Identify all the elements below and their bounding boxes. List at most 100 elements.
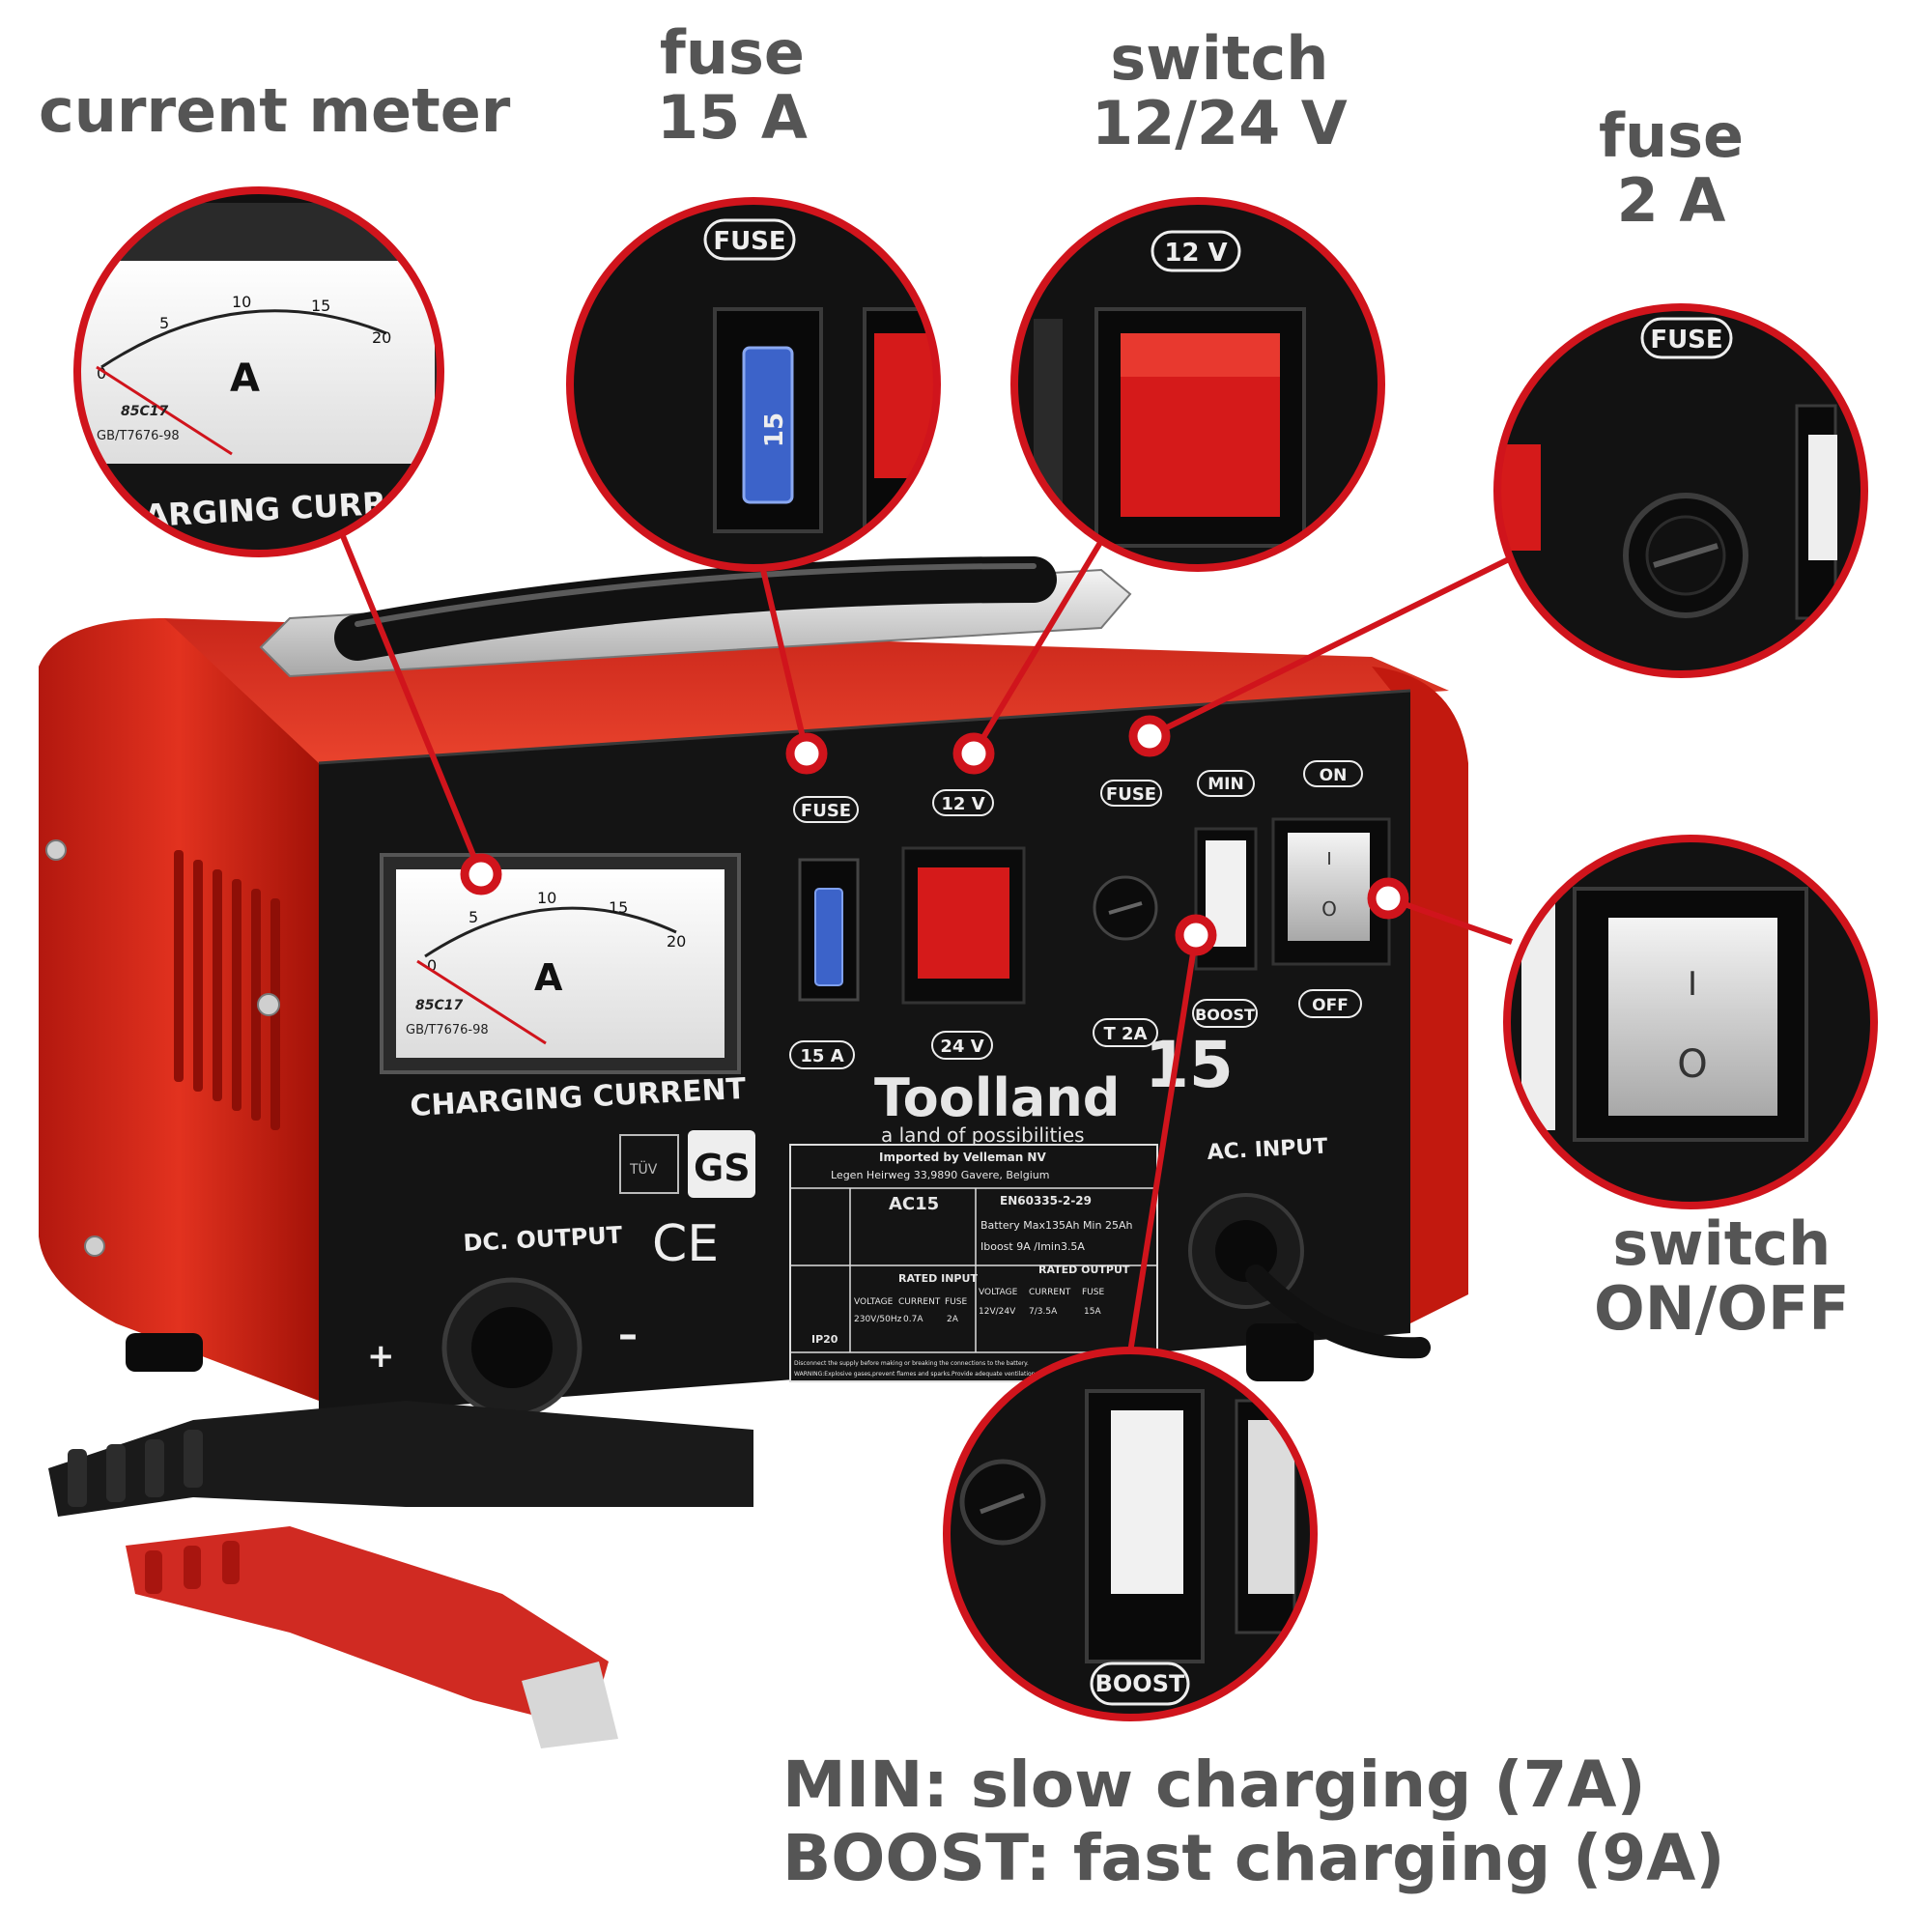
zoom-switch-on-mark: I [1688,965,1697,1004]
zoom-on-label: ON [1674,809,1717,838]
zoom-scale-15: 15 [311,297,330,315]
callout-fuse-15a-line2: 15 A [657,81,808,153]
panel-min-label: MIN [1208,775,1243,794]
vent-slots [174,850,280,1130]
brand-tagline: a land of possibilities [881,1123,1085,1147]
zoom-fuse-blade-number: 15 [760,412,789,447]
plate-warning-1: Disconnect the supply before making or b… [794,1360,1029,1367]
rating-plate: Imported by Velleman NV Legen Heirweg 33… [789,1144,1158,1382]
panel-fuse-2a: FUSE T 2A [1093,780,1162,1047]
plate-voltage-header-in: VOLTAGE [854,1297,894,1307]
zoom-meter-standard: GB/T7676-98 [97,429,180,443]
zoom-voltage-switch: 12 V [1010,197,1385,572]
panel-min-boost-switch[interactable]: MIN BOOST [1192,770,1258,1028]
callout-switch-onoff: switch ON/OFF [1594,1208,1850,1344]
panel-fuse-label: FUSE [801,801,851,821]
zoom-scale-0: 0 [97,364,106,383]
plate-in-fuse: 2A [947,1315,959,1324]
callout-fuse-2a: fuse 2 A [1599,100,1745,236]
zoom-meter-code: 85C17 [121,404,168,419]
model-badge: 15 [1145,1028,1234,1102]
front-meter-unit: A [534,956,563,999]
plate-current-header-out: CURRENT [1029,1288,1071,1297]
plate-out-fuse: 15A [1084,1307,1101,1317]
panel-fuse-15a: FUSE 15 A [789,796,860,1069]
plate-importer: Imported by Velleman NV [879,1151,1046,1164]
panel-switch-off-mark: O [1321,897,1337,921]
callout-switch-voltage: switch 12/24 V [1092,23,1348,158]
zoom-12v-label: 12 V [1164,239,1227,268]
zoom-meter-unit: A [230,356,260,401]
zoom-fuse2-label: FUSE [1650,326,1722,355]
callout-fuse-15a-line1: fuse [659,17,805,88]
plate-rated-input: RATED INPUT [898,1272,978,1285]
panel-power-switch[interactable]: ON I O OFF [1271,760,1391,1018]
callout-current-meter: current meter [39,75,511,146]
plate-fuse-header-in: FUSE [945,1297,967,1307]
gs-mark: GS [694,1147,751,1189]
battery-clamps[interactable] [48,1401,753,1748]
panel-fuse2-rating: T 2A [1104,1024,1148,1044]
zoom-fuse-15a: FUSE 15 [566,197,941,572]
panel-fuse-rating: 15 A [800,1046,843,1066]
front-meter-code: 85C17 [415,998,463,1013]
plate-rated-output: RATED OUTPUT [1038,1264,1130,1276]
zoom-scale-5: 5 [159,314,169,332]
front-scale-20: 20 [667,932,686,951]
panel-24v-label: 24 V [940,1037,983,1057]
connector-dots [460,715,1409,956]
callout-fuse-15a: fuse 15 A [657,17,808,153]
zoom-fuse-2a: FUSE [1493,303,1868,678]
panel-12v-label: 12 V [941,794,984,814]
zoom-fuse-label: FUSE [713,227,785,256]
plate-out-current: 7/3.5A [1029,1307,1058,1317]
plate-in-voltage: 230V/50Hz [854,1315,902,1324]
front-scale-10: 10 [537,889,556,907]
plus-label: + [367,1337,395,1376]
plate-current-header-in: CURRENT [898,1297,941,1307]
connector-lines [340,534,1519,1353]
callout-fuse-2a-line1: fuse [1599,100,1745,171]
plate-boost: Iboost 9A /Imin3.5A [980,1240,1085,1253]
panel-boost-label: BOOST [1195,1006,1255,1024]
plate-out-voltage: 12V/24V [979,1307,1016,1317]
zoom-boost-label: BOOST [1095,1670,1185,1697]
plate-address: Legen Heirweg 33,9890 Gavere, Belgium [831,1169,1049,1181]
panel-off-label: OFF [1312,996,1349,1015]
callout-switch-voltage-line2: 12/24 V [1092,87,1348,158]
tuv-mark: TÜV [629,1160,658,1178]
min-mode-note: MIN: slow charging (7A) [782,1747,1646,1822]
zoom-current-meter: 0 5 10 15 20 A 85C17 GB/T7676-98 ARGING … [73,186,444,557]
callout-fuse-2a-line2: 2 A [1616,164,1726,236]
zoom-min-boost-switch: BOOST [943,1347,1318,1721]
brand-name: Toolland [874,1067,1120,1128]
plate-model: AC15 [889,1194,939,1214]
panel-fuse2-label: FUSE [1106,784,1156,805]
front-meter-standard: GB/T7676-98 [406,1023,489,1037]
plate-fuse-header-out: FUSE [1082,1288,1104,1297]
plate-ip: IP20 [811,1333,838,1346]
callout-switch-voltage-line1: switch [1110,23,1329,94]
minus-label: – [618,1313,638,1357]
brand-area: Toolland a land of possibilities 15 [874,1028,1234,1147]
front-scale-15: 15 [609,898,628,917]
zoom-scale-10: 10 [232,293,251,311]
carry-handle[interactable] [259,556,1132,678]
callout-current-meter-text: current meter [39,75,511,146]
ce-mark: CE [652,1215,719,1273]
boost-mode-notes: MIN: slow charging (7A) BOOST: fast char… [782,1748,1725,1895]
callout-switch-onoff-line1: switch [1612,1208,1832,1279]
zoom-scale-20: 20 [372,328,391,347]
panel-on-label: ON [1320,766,1348,785]
callout-switch-onoff-line2: ON/OFF [1594,1272,1850,1344]
panel-switch-on-mark: I [1326,849,1331,869]
ac-input-area: AC. INPUT [1188,1134,1431,1359]
plate-voltage-header-out: VOLTAGE [979,1288,1018,1297]
plate-battery: Battery Max135Ah Min 25Ah [980,1219,1132,1232]
zoom-power-switch: ON I O [1503,809,1878,1209]
zoom-switch-off-mark: O [1677,1042,1707,1087]
certification-marks: TÜV GS CE [619,1130,755,1273]
panel-voltage-switch[interactable]: 12 V 24 V [901,789,1026,1060]
boost-mode-note: BOOST: fast charging (9A) [782,1820,1725,1895]
